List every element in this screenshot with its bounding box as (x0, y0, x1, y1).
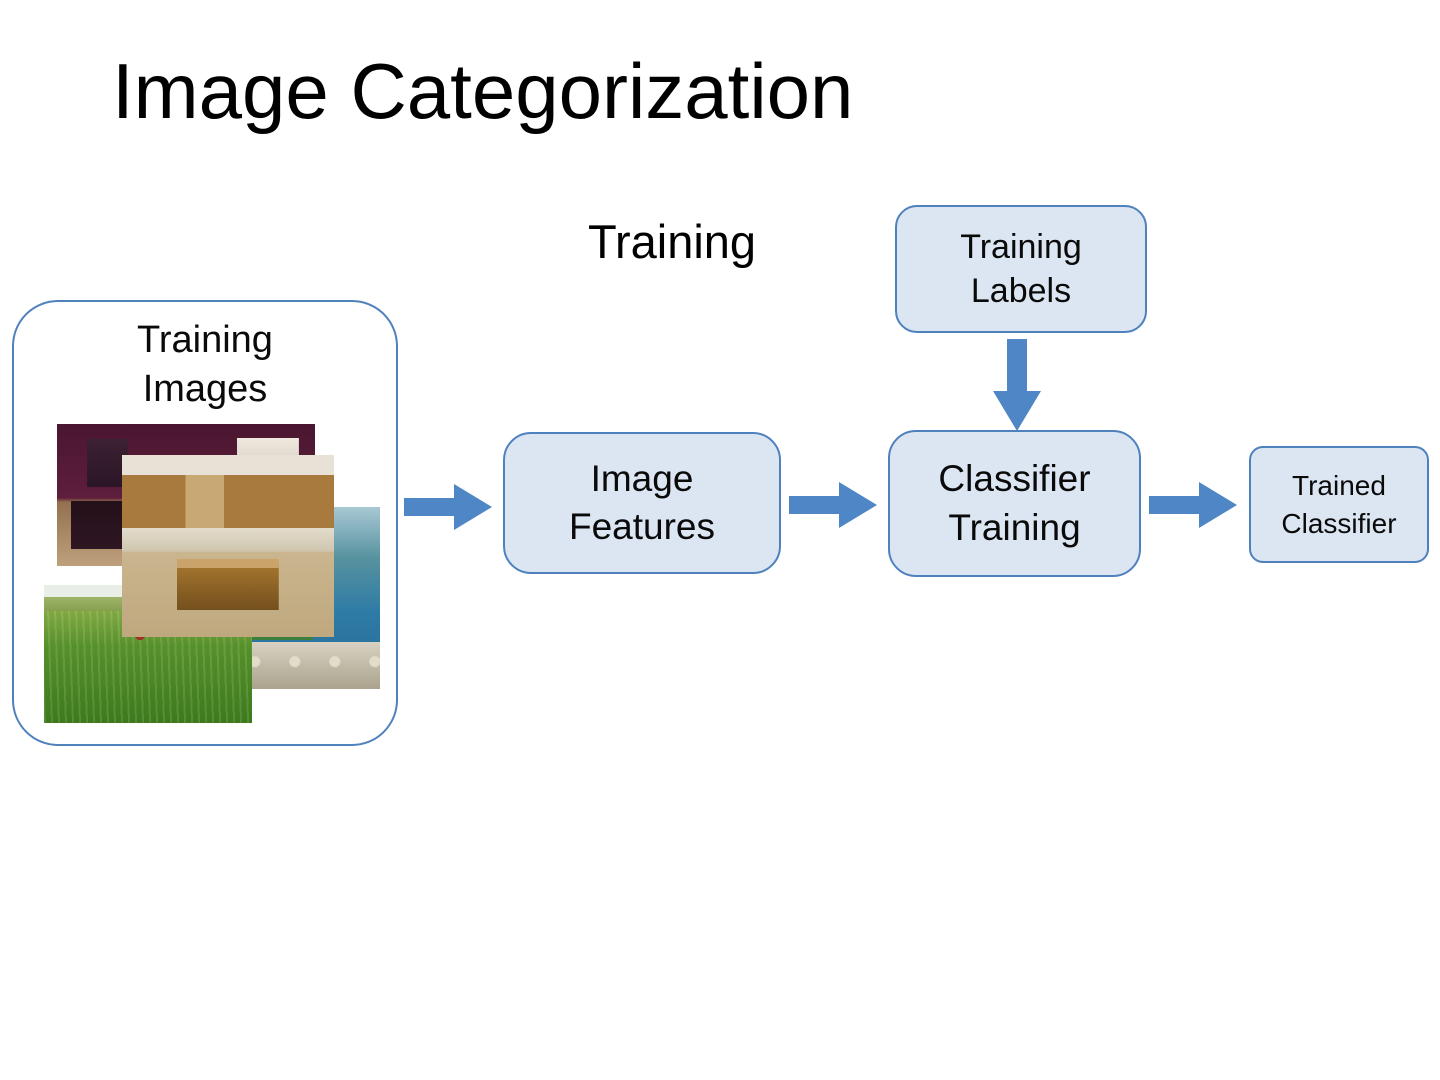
training-images-group: Training Images (12, 300, 398, 746)
node-classifier-training-line2: Training (948, 506, 1081, 548)
node-training-labels: Training Labels (895, 205, 1147, 333)
training-images-label-line2: Images (142, 368, 268, 411)
arrow-right-icon (1149, 482, 1237, 528)
training-images-label: Training Images (14, 316, 396, 415)
arrow-right-icon (789, 482, 877, 528)
node-trained-classifier: Trained Classifier (1249, 446, 1429, 563)
node-classifier-training: Classifier Training (888, 430, 1141, 577)
page-title: Image Categorization (112, 47, 854, 135)
node-classifier-training-line1: Classifier (938, 458, 1091, 500)
training-images-label-line1: Training (137, 319, 273, 361)
node-image-features: Image Features (503, 432, 781, 574)
node-image-features-line2: Features (568, 506, 715, 547)
node-image-features-line1: Image (590, 457, 694, 499)
node-trained-classifier-line2: Classifier (1281, 507, 1397, 539)
node-training-labels-line2: Labels (970, 272, 1072, 310)
node-training-labels-line1: Training (960, 227, 1082, 266)
arrow-right-icon (404, 484, 492, 530)
section-label-training: Training (588, 215, 757, 268)
kitchen-photo (122, 455, 334, 637)
node-trained-classifier-line1: Trained (1292, 469, 1386, 501)
arrow-down-icon (993, 339, 1041, 431)
